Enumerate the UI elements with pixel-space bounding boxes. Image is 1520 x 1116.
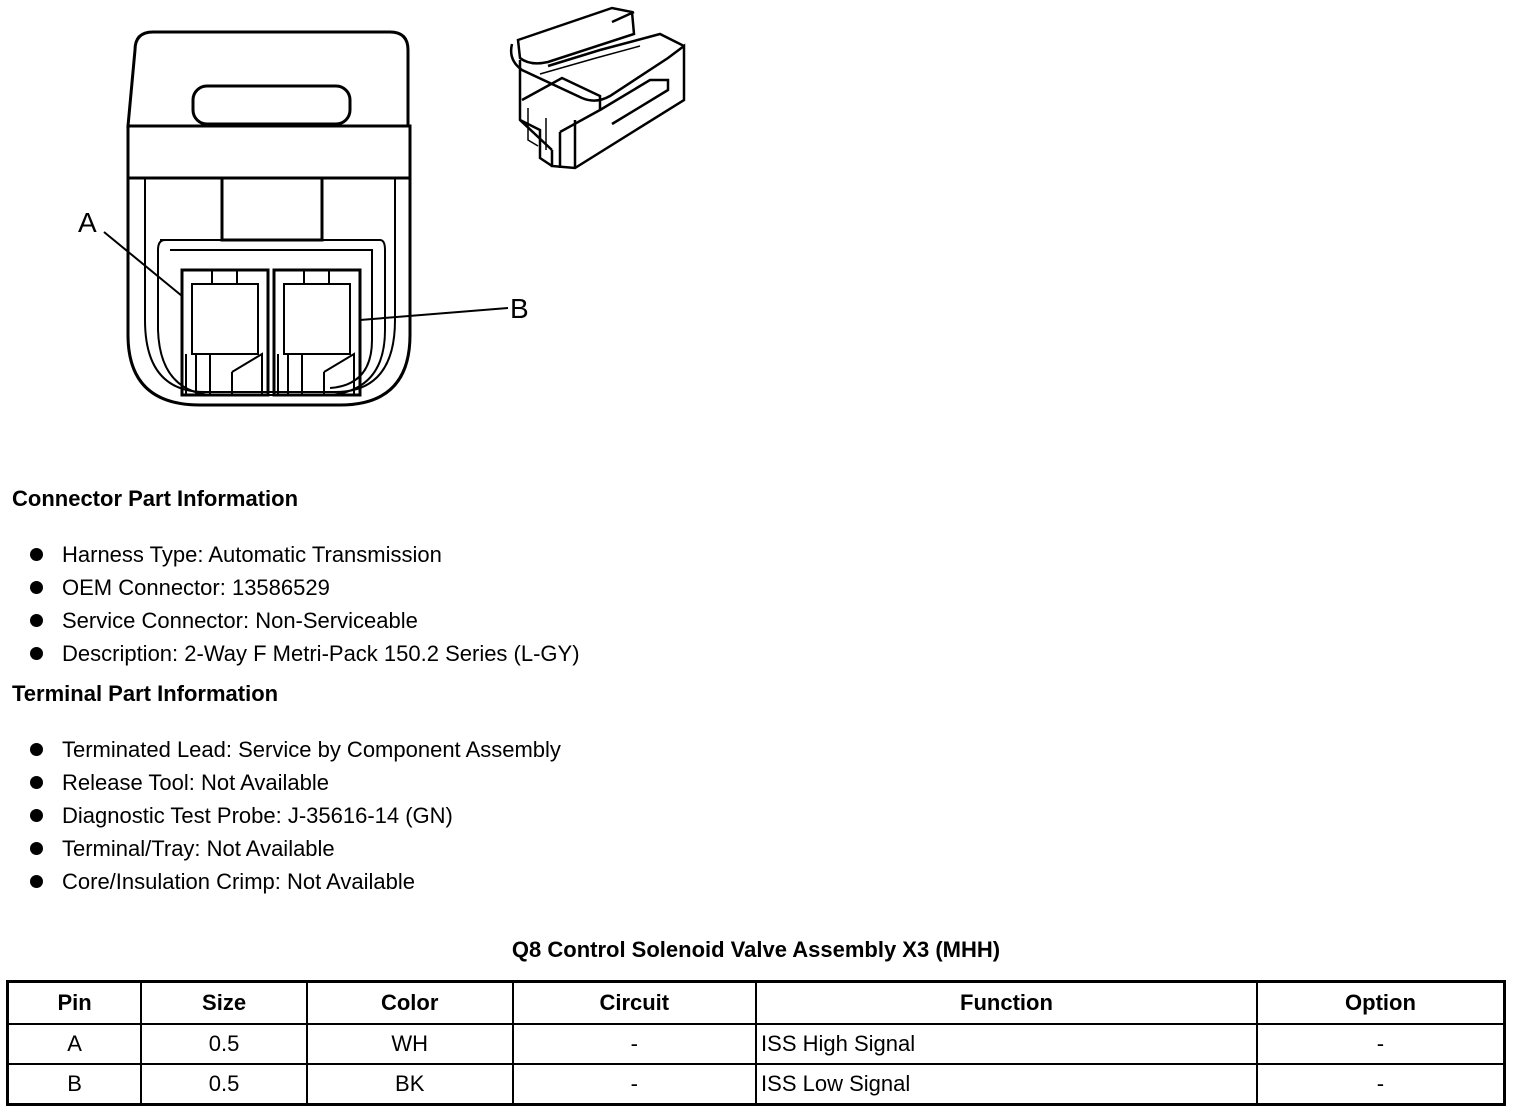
cell-color: BK (305, 1063, 514, 1106)
header-size: Size (140, 980, 308, 1025)
bullet-icon (30, 614, 43, 627)
cell-function: ISS High Signal (755, 1023, 1258, 1065)
cell-color: WH (305, 1023, 514, 1065)
cell-pin: B (6, 1063, 143, 1106)
table-row: B 0.5 BK - ISS Low Signal - (6, 1063, 1506, 1106)
header-function: Function (755, 980, 1258, 1025)
bullet-icon (30, 743, 43, 756)
table-row: A 0.5 WH - ISS High Signal - (6, 1023, 1506, 1065)
list-item: Release Tool: Not Available (0, 766, 561, 799)
bullet-icon (30, 581, 43, 594)
list-item: OEM Connector: 13586529 (0, 571, 580, 604)
connector-drawing: A B (78, 6, 686, 407)
cell-option: - (1255, 1023, 1506, 1065)
header-circuit: Circuit (511, 980, 758, 1025)
list-item: Core/Insulation Crimp: Not Available (0, 865, 561, 898)
list-item: Diagnostic Test Probe: J-35616-14 (GN) (0, 799, 561, 832)
list-item: Description: 2-Way F Metri-Pack 150.2 Se… (0, 637, 580, 670)
bullet-icon (30, 842, 43, 855)
cell-circuit: - (511, 1023, 758, 1065)
connector-info-heading: Connector Part Information (12, 486, 299, 511)
connector-info-list: Harness Type: Automatic Transmission OEM… (0, 538, 580, 670)
connector-face-view (103, 30, 509, 407)
header-color: Color (305, 980, 514, 1025)
list-item: Harness Type: Automatic Transmission (0, 538, 580, 571)
header-pin: Pin (6, 980, 143, 1025)
cell-pin: A (6, 1023, 143, 1065)
bullet-icon (30, 647, 43, 660)
cell-function: ISS Low Signal (755, 1063, 1258, 1106)
terminal-info-list: Terminated Lead: Service by Component As… (0, 733, 561, 898)
list-item: Terminated Lead: Service by Component As… (0, 733, 561, 766)
cell-option: - (1255, 1063, 1506, 1106)
list-item: Service Connector: Non-Serviceable (0, 604, 580, 637)
pin-table: Pin Size Color Circuit Function Option A… (6, 980, 1506, 1106)
pin-label-b: B (510, 293, 529, 324)
cell-size: 0.5 (140, 1063, 308, 1106)
header-option: Option (1255, 980, 1506, 1025)
bullet-icon (30, 809, 43, 822)
list-item: Terminal/Tray: Not Available (0, 832, 561, 865)
terminal-info-heading: Terminal Part Information (12, 681, 279, 706)
connector-isometric-view (509, 6, 686, 170)
cell-size: 0.5 (140, 1023, 308, 1065)
bullet-icon (30, 776, 43, 789)
pin-label-a: A (78, 207, 97, 238)
bullet-icon (30, 875, 43, 888)
table-header-row: Pin Size Color Circuit Function Option (6, 980, 1506, 1025)
cell-circuit: - (511, 1063, 758, 1106)
pin-table-title: Q8 Control Solenoid Valve Assembly X3 (M… (511, 937, 1001, 962)
bullet-icon (30, 548, 43, 561)
